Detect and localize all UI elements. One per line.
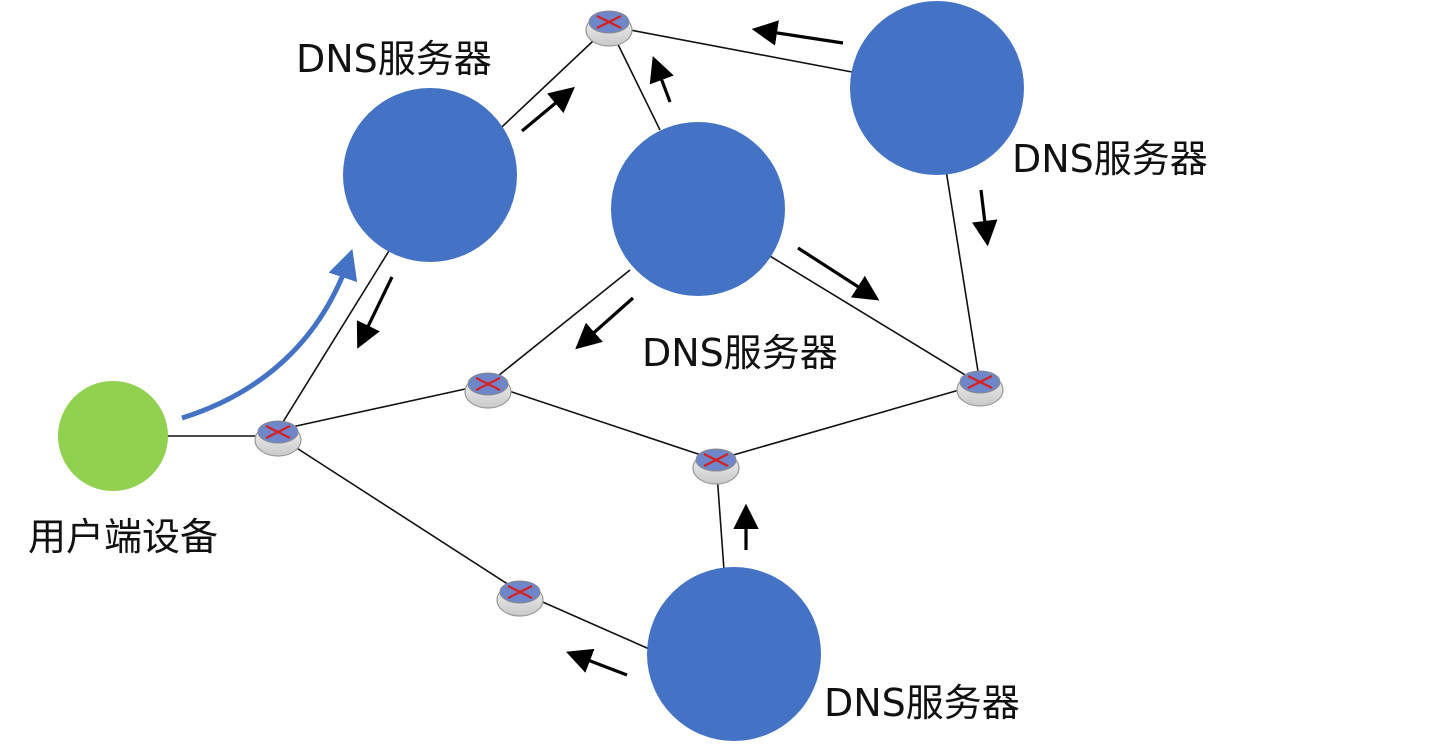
link-dns-center-to-router-mid (487, 269, 631, 385)
dns-server-label-top-right: DNS服务器 (1012, 137, 1208, 181)
flow-arrow-left-bottom (566, 648, 628, 677)
flow-arrows (181, 20, 998, 677)
dns-server-top-right (850, 1, 1024, 175)
dns-server-top-left (343, 88, 517, 262)
dns-server-center (611, 122, 785, 296)
router-icon (585, 10, 633, 47)
link-router-a-to-router-bottom (277, 435, 521, 593)
dns-server-label-top-left: DNS服务器 (296, 37, 492, 81)
user-device-node (58, 381, 168, 491)
dns-server-label-center: DNS服务器 (642, 331, 838, 375)
dns-server-bottom (647, 567, 821, 741)
flow-arrow-up-center (649, 56, 674, 103)
router-icon (254, 420, 302, 457)
dns-server-label-bottom: DNS服务器 (824, 681, 1020, 725)
router-icon (496, 580, 544, 617)
link-dns-top-left-to-router-top (487, 25, 610, 141)
flow-arrow-down-right-center (797, 246, 880, 301)
router-icon (956, 370, 1004, 407)
user-device-label: 用户端设备 (28, 515, 219, 559)
flow-arrow-down-left-center (575, 296, 635, 350)
link-router-mid-to-router-center (487, 383, 717, 461)
flow-arrow-down-left-top-left (356, 276, 394, 349)
query-arrow-user-to-dns (181, 248, 358, 421)
link-dns-top-right-to-router-right (945, 169, 981, 385)
router-icon (692, 448, 740, 485)
router-icon (464, 372, 512, 409)
link-router-top-to-dns-top-right (608, 25, 853, 73)
link-router-a-to-router-mid (277, 383, 489, 431)
link-router-a-to-dns-top-left (277, 245, 393, 431)
link-router-center-to-router-right (715, 383, 981, 461)
flow-arrow-left-top-right (751, 20, 844, 46)
link-dns-center-to-router-right (759, 249, 981, 385)
flow-arrow-down-top-right (972, 189, 998, 247)
flow-arrow-up-right-top-left (520, 86, 575, 133)
